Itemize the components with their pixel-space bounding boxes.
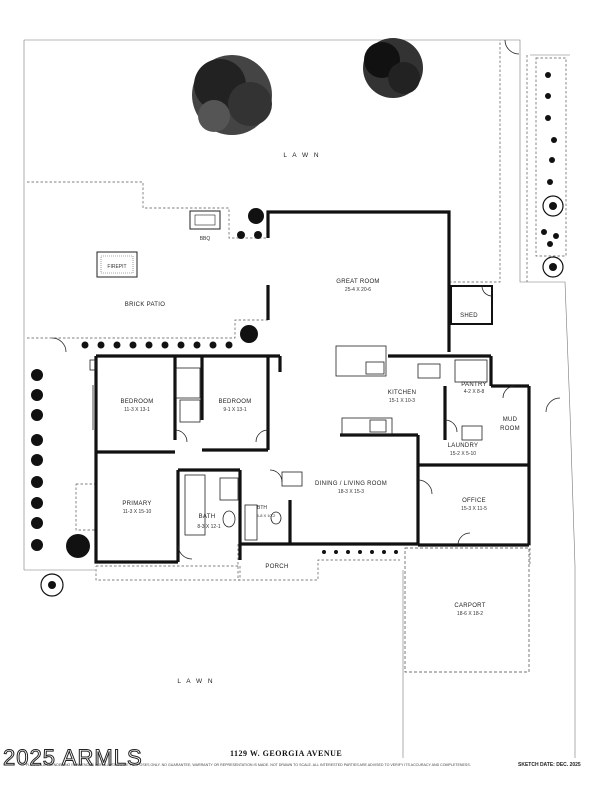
great-room-name: GREAT ROOM [336,279,379,285]
porch-name: PORCH [265,564,288,570]
office-name: OFFICE [462,498,486,504]
watermark: 2025 ARMLS [3,745,143,770]
kitchen-name: KITCHEN [388,390,416,396]
tree-icon [363,38,423,98]
property-lines [23,39,576,758]
great-room-dims: 25-4 X 20-6 [345,287,371,293]
pantry-dims: 4-2 X 8-8 [464,389,485,395]
lawn-label: L A W N [177,678,214,685]
mud-room-name-2: ROOM [500,426,520,432]
mud-room-name: MUD [503,417,518,423]
address-title: 1129 W. GEORGIA AVENUE [230,749,342,758]
carport-name: CARPORT [454,603,485,609]
carport-outline [404,547,530,673]
brick-patio-name: BRICK PATIO [125,302,165,308]
kitchen-dims: 15-1 X 10-3 [389,398,415,404]
firepit-icon [96,251,138,278]
bedroom-1-name: BEDROOM [120,399,153,405]
door-swings [51,39,561,560]
bath-dims: 8-3 X 12-1 [197,524,221,530]
shed-outline [450,285,493,325]
laundry-dims: 15-2 X 5-10 [450,451,476,457]
disclaimer-text: FLOORPLAN RENDERING IS INTENDED FOR ILLU… [26,763,471,767]
pantry-name: PANTRY [461,382,487,388]
bedroom-1-dims: 11-3 X 13-1 [124,407,150,413]
shrub-row [31,72,559,558]
house-walls [94,210,531,564]
sketch-date: SKETCH DATE: DEC. 2025 [518,762,581,768]
firepit-name: FIREPIT [107,264,126,270]
bbq-name: BBQ [200,236,211,242]
bth-dims: 6-8 X 10-2 [257,513,276,518]
carport-dims: 18-6 X 18-2 [457,611,483,617]
tree-icon [192,55,272,135]
shed-name: SHED [460,313,478,319]
bedroom-2-dims: 9-1 X 13-1 [223,407,247,413]
bth-name: BTH [257,505,267,511]
primary-dims: 11-3 X 15-10 [123,509,152,515]
interior-fixtures [89,345,488,541]
dining-living-dims: 18-3 X 15-3 [338,489,364,495]
office-dims: 15-3 X 11-5 [461,506,487,512]
bedroom-2-name: BEDROOM [218,399,251,405]
laundry-name: LAUNDRY [448,443,479,449]
primary-name: PRIMARY [122,501,151,507]
bath-name: BATH [199,514,216,520]
flower-icon [40,195,564,597]
lawn-label: L A W N [283,152,320,159]
dining-living-name: DINING / LIVING ROOM [315,481,387,487]
bbq-icon [189,210,221,230]
